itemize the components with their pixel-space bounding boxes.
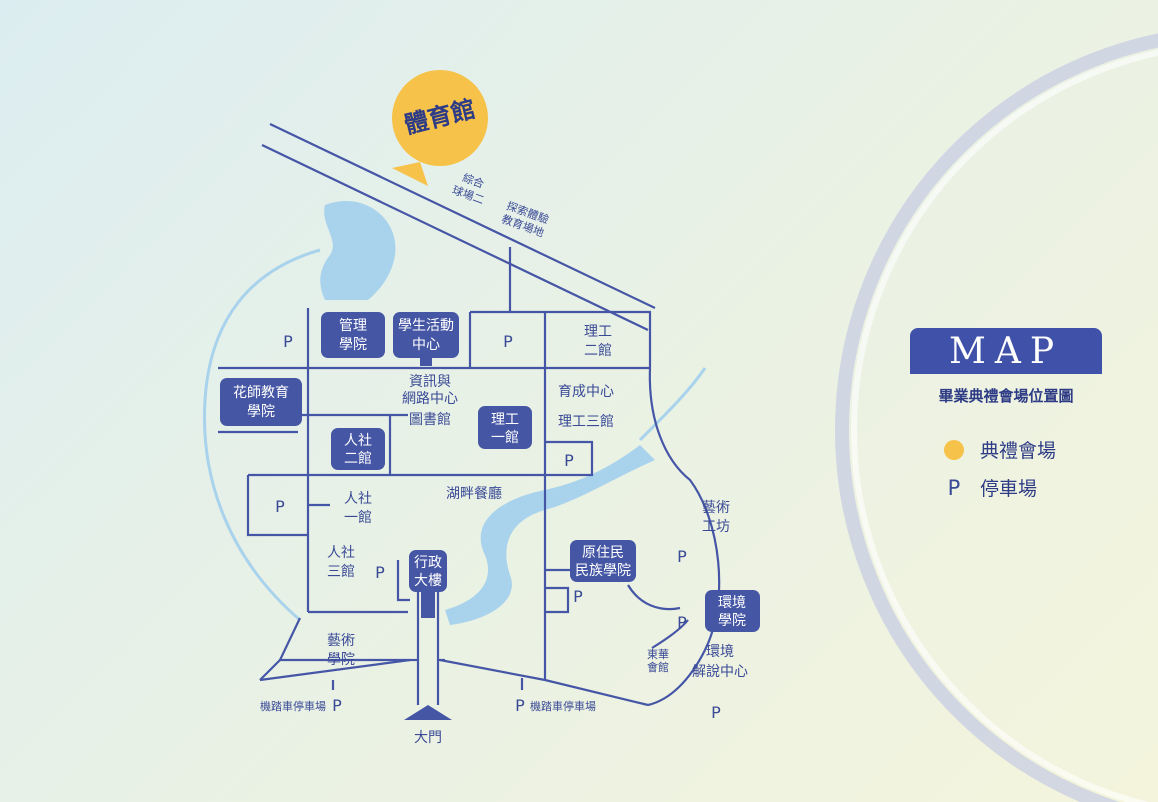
indigenous-l2: 民族學院 <box>575 563 631 579</box>
parking-p[interactable]: P <box>275 497 285 516</box>
decorative-ring <box>835 33 1158 802</box>
science2-l2: 二館 <box>584 342 612 359</box>
science2-l1: 理工 <box>584 324 612 340</box>
parking-p[interactable]: P <box>503 332 513 351</box>
parking-p[interactable]: P <box>515 696 525 715</box>
humanities2-l1: 人社 <box>344 433 372 449</box>
building-hualien-edu[interactable]: 花師教育 學院 <box>220 378 302 426</box>
parking-p[interactable]: P <box>283 332 293 351</box>
building-environment[interactable]: 環境 學院 <box>705 590 760 632</box>
environment-l2: 學院 <box>718 613 746 629</box>
infocenter-l2: 網路中心 <box>402 391 458 407</box>
building-indigenous[interactable]: 原住民 民族學院 <box>570 540 636 582</box>
parking-p[interactable]: P <box>564 451 574 470</box>
science1-l2: 一館 <box>491 429 519 446</box>
management-l1: 管理 <box>339 318 367 334</box>
library-label: 圖書館 <box>409 411 451 428</box>
map-subtitle: 畢業典禮會場位置圖 <box>938 387 1074 405</box>
ceremony-dot-icon <box>944 439 964 460</box>
parking-p[interactable]: P <box>573 587 583 606</box>
humanities3-l1: 人社 <box>327 545 355 561</box>
parking-p[interactable]: P <box>375 563 385 582</box>
hualien-edu-l2: 學院 <box>247 404 275 420</box>
legend-parking-label: 停車場 <box>980 478 1038 500</box>
arts-college-l2: 學院 <box>327 652 355 668</box>
legend-ceremony-label: 典禮會場 <box>980 440 1057 462</box>
yucheng-label: 育成中心 <box>558 384 614 400</box>
road-network <box>218 123 721 707</box>
science3-label: 理工三館 <box>558 413 614 430</box>
moto-parking-left-label: 機踏車停車場 <box>260 699 326 713</box>
building-admin[interactable]: 行政 大樓 <box>409 550 447 618</box>
env-center-l2: 解說中心 <box>692 663 748 680</box>
legend-ceremony: 典禮會場 <box>944 436 1056 463</box>
arts-studio-l2: 工坊 <box>702 519 730 535</box>
donghua-l1: 東華 <box>647 648 669 661</box>
humanities2-l2: 二館 <box>344 450 372 467</box>
legend-parking: P 停車場 <box>944 474 1037 501</box>
venue-marker[interactable]: 體育館 <box>392 70 488 186</box>
parking-p[interactable]: P <box>711 703 721 722</box>
north-lake <box>320 201 396 300</box>
main-lake <box>445 445 655 625</box>
river <box>638 367 707 442</box>
moto-parking-right-label: 機踏車停車場 <box>530 699 596 713</box>
science1-l1: 理工 <box>491 412 519 428</box>
humanities3-l2: 三館 <box>327 563 355 580</box>
arts-studio-l1: 藝術 <box>702 500 730 516</box>
donghua-l2: 會館 <box>647 660 669 674</box>
building-humanities2[interactable]: 人社 二館 <box>331 428 385 470</box>
admin-l2: 大樓 <box>414 573 442 589</box>
parking-p[interactable]: P <box>677 613 687 632</box>
main-gate[interactable]: 大門 <box>404 705 452 746</box>
humanities1-l1: 人社 <box>344 491 372 507</box>
main-gate-label: 大門 <box>414 730 442 746</box>
parking-icon: P <box>947 475 961 500</box>
gate-arrow-icon <box>404 705 452 720</box>
lakeside-label: 湖畔餐廳 <box>446 485 502 502</box>
indigenous-l1: 原住民 <box>582 545 624 561</box>
humanities1-l2: 一館 <box>344 509 372 526</box>
campus-boundary <box>202 248 321 622</box>
parking-markers: P P P P P P P P P P P <box>275 332 721 722</box>
building-student-center[interactable]: 學生活動 中心 <box>393 312 459 366</box>
map-title: MAP <box>910 328 1102 374</box>
building-science1[interactable]: 理工 一館 <box>478 406 532 449</box>
decorative-ring-inner <box>851 49 1158 802</box>
env-center-l1: 環境 <box>706 644 734 660</box>
parking-p[interactable]: P <box>332 696 342 715</box>
infocenter-l1: 資訊與 <box>409 374 451 390</box>
venue-circle <box>392 70 488 166</box>
arts-college-l1: 藝術 <box>327 633 355 649</box>
admin-l1: 行政 <box>414 555 442 571</box>
hualien-edu-l1: 花師教育 <box>233 385 289 401</box>
student-center-l2: 中心 <box>412 337 440 353</box>
building-management[interactable]: 管理 學院 <box>321 312 385 358</box>
venue-pointer <box>392 162 428 186</box>
parking-p[interactable]: P <box>677 547 687 566</box>
student-center-l1: 學生活動 <box>398 318 454 334</box>
environment-l1: 環境 <box>718 595 746 611</box>
management-l2: 學院 <box>339 337 367 353</box>
